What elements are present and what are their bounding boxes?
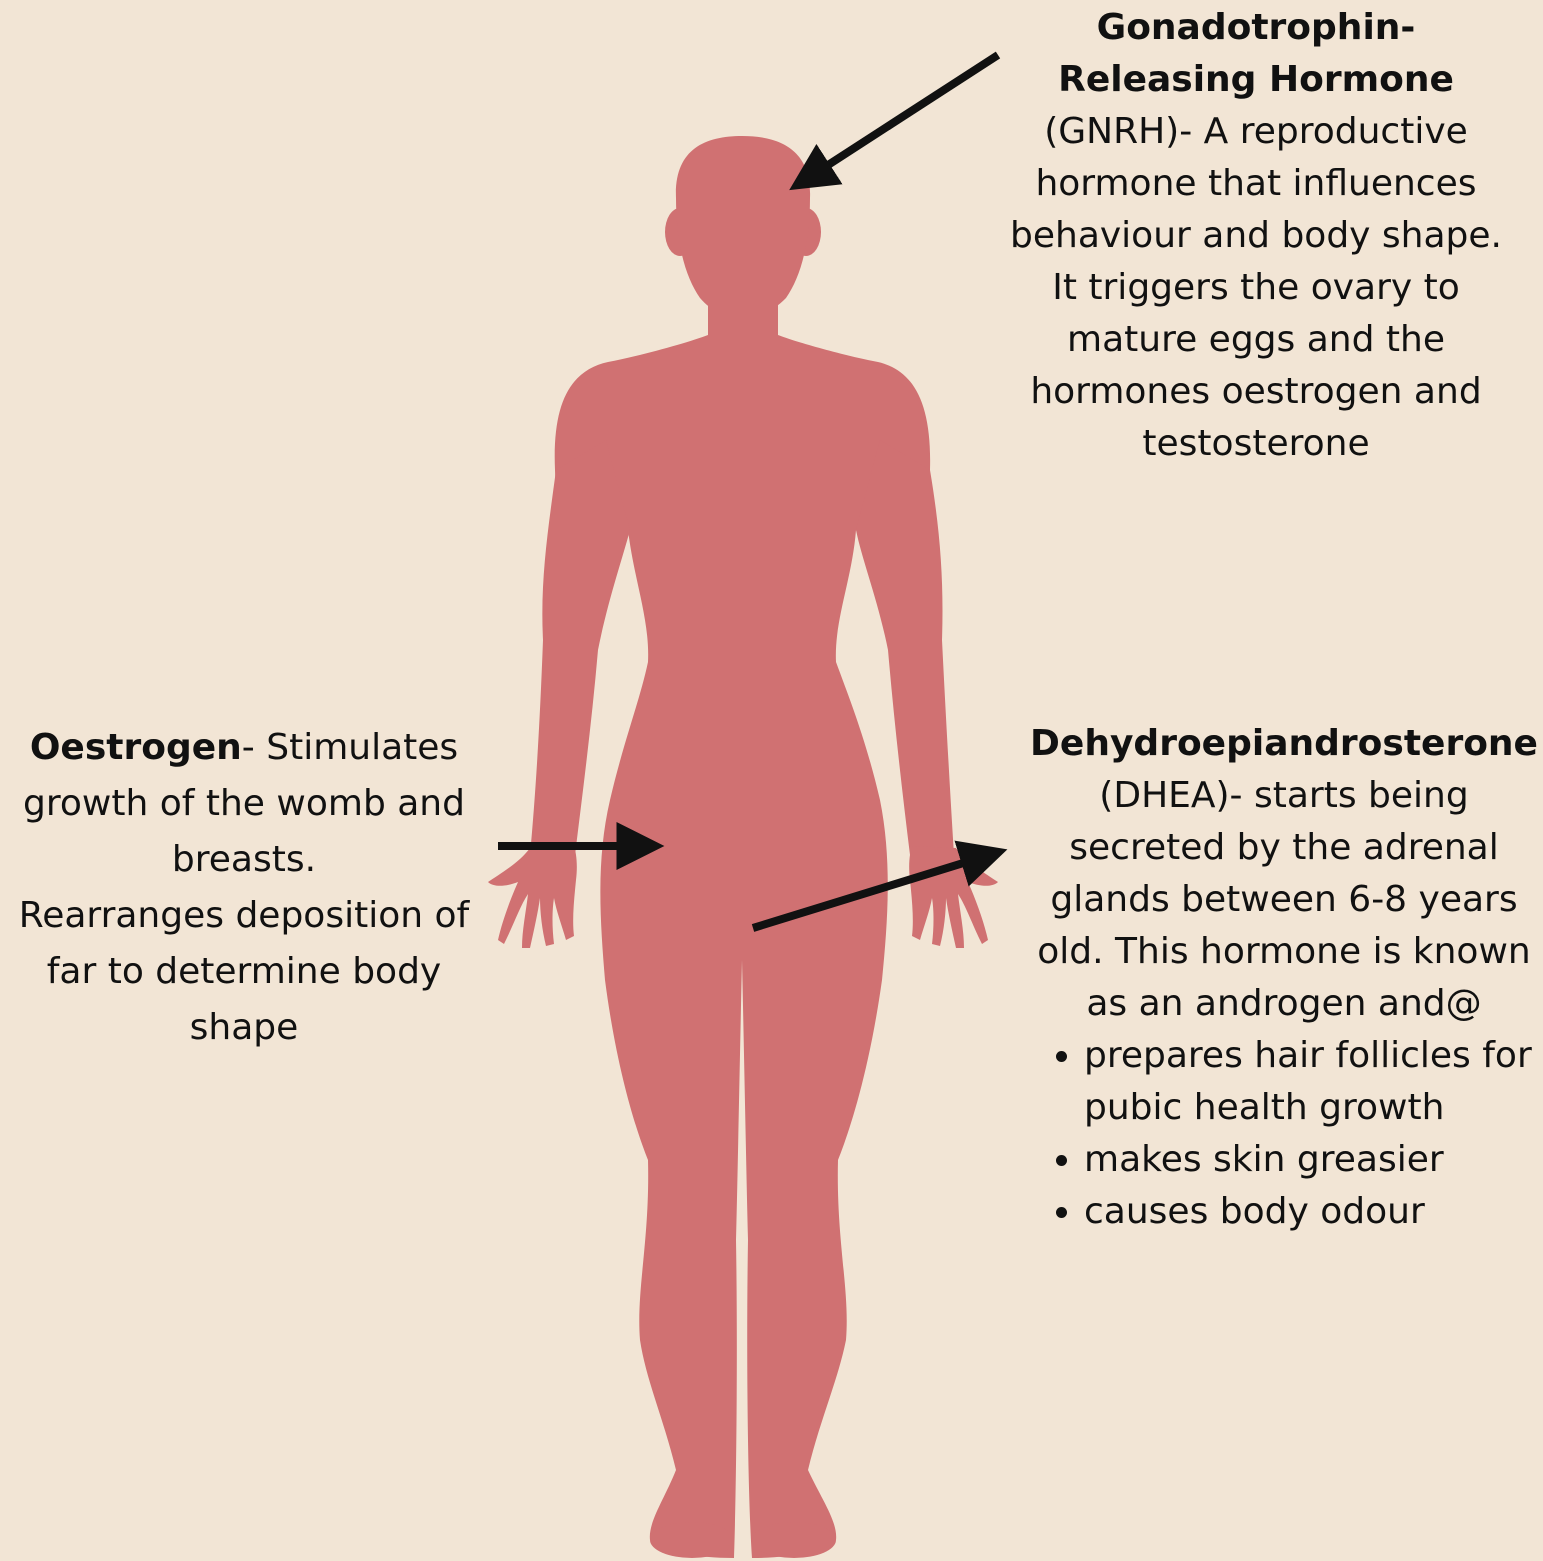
oestrogen-rearranges-text: Rearranges deposition of far to determin…	[0, 888, 488, 1056]
gnrh-title: Gonadotrophin-Releasing Hormone	[1058, 7, 1454, 100]
list-item: prepares hair follicles for pubic health…	[1084, 1030, 1538, 1134]
right-foot	[752, 1522, 836, 1558]
gnrh-arrow	[808, 55, 998, 178]
dhea-title: Dehydroepiandrosterone	[1030, 723, 1538, 764]
gnrh-label: Gonadotrophin-Releasing Hormone (GNRH)- …	[1000, 2, 1512, 470]
list-item: makes skin greasier	[1084, 1134, 1538, 1186]
dhea-label: Dehydroepiandrosterone (DHEA)- starts be…	[1030, 718, 1538, 1238]
dhea-title-line: Dehydroepiandrosterone	[1030, 718, 1538, 770]
gnrh-description: (GNRH)- A reproductive hormone that infl…	[1010, 111, 1502, 256]
oestrogen-title: Oestrogen	[30, 727, 242, 768]
left-foot	[650, 1522, 734, 1558]
left-hand	[488, 846, 577, 948]
list-item: causes body odour	[1084, 1186, 1538, 1238]
dhea-effects-list: prepares hair follicles for pubic health…	[1030, 1030, 1538, 1238]
dhea-description: (DHEA)- starts being secreted by the adr…	[1030, 770, 1538, 1030]
oestrogen-label: Oestrogen- Stimulates growth of the womb…	[0, 720, 488, 1056]
oestrogen-paragraph: Oestrogen- Stimulates growth of the womb…	[0, 720, 488, 888]
gnrh-trigger-text: It triggers the ovary to mature eggs and…	[1000, 262, 1512, 470]
right-hand	[909, 846, 998, 948]
gnrh-paragraph: Gonadotrophin-Releasing Hormone (GNRH)- …	[1000, 2, 1512, 262]
